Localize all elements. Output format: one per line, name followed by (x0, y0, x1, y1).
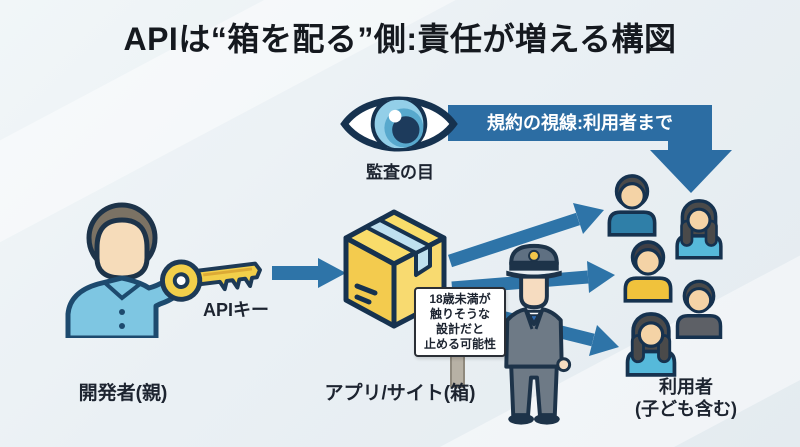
sign-line: 設計だと (435, 322, 484, 336)
users-caption-line2: (子ども含む) (635, 399, 737, 419)
eye-icon (340, 96, 458, 152)
page-title: APIは“箱を配る”側:責任が増える構図 (123, 21, 677, 57)
eye-label: 監査の目 (366, 163, 434, 182)
key-icon (160, 259, 262, 302)
sign-line: 止める可能性 (423, 337, 496, 351)
user-man-gray-icon (675, 279, 723, 339)
sign-line: 触りそうな (429, 307, 490, 321)
app-box-caption: アプリ/サイト(箱) (324, 383, 476, 404)
users-caption: 利用者 (子ども含む) (598, 376, 774, 420)
developer-icon (65, 202, 194, 338)
warning-sign: 18歳未満が 触りそうな 設計だと 止める可能性 (414, 287, 506, 357)
officer-icon (504, 243, 572, 425)
dev-to-box-arrow-icon (272, 258, 346, 288)
users-caption-line1: 利用者 (659, 377, 713, 397)
user-man-yellow-icon (623, 240, 673, 303)
box-icon (343, 209, 447, 329)
developer-caption: 開発者(親) (78, 383, 168, 404)
banner-label: 規約の視線:利用者まで (487, 113, 673, 133)
user-man-teal-icon (607, 174, 657, 237)
banner-arrow-icon (448, 105, 732, 193)
user-woman-cyan-icon (625, 312, 677, 377)
sign-line: 18歳未満が (429, 292, 491, 306)
key-label: APIキー (202, 300, 269, 320)
user-woman-cyan-icon (675, 199, 723, 260)
